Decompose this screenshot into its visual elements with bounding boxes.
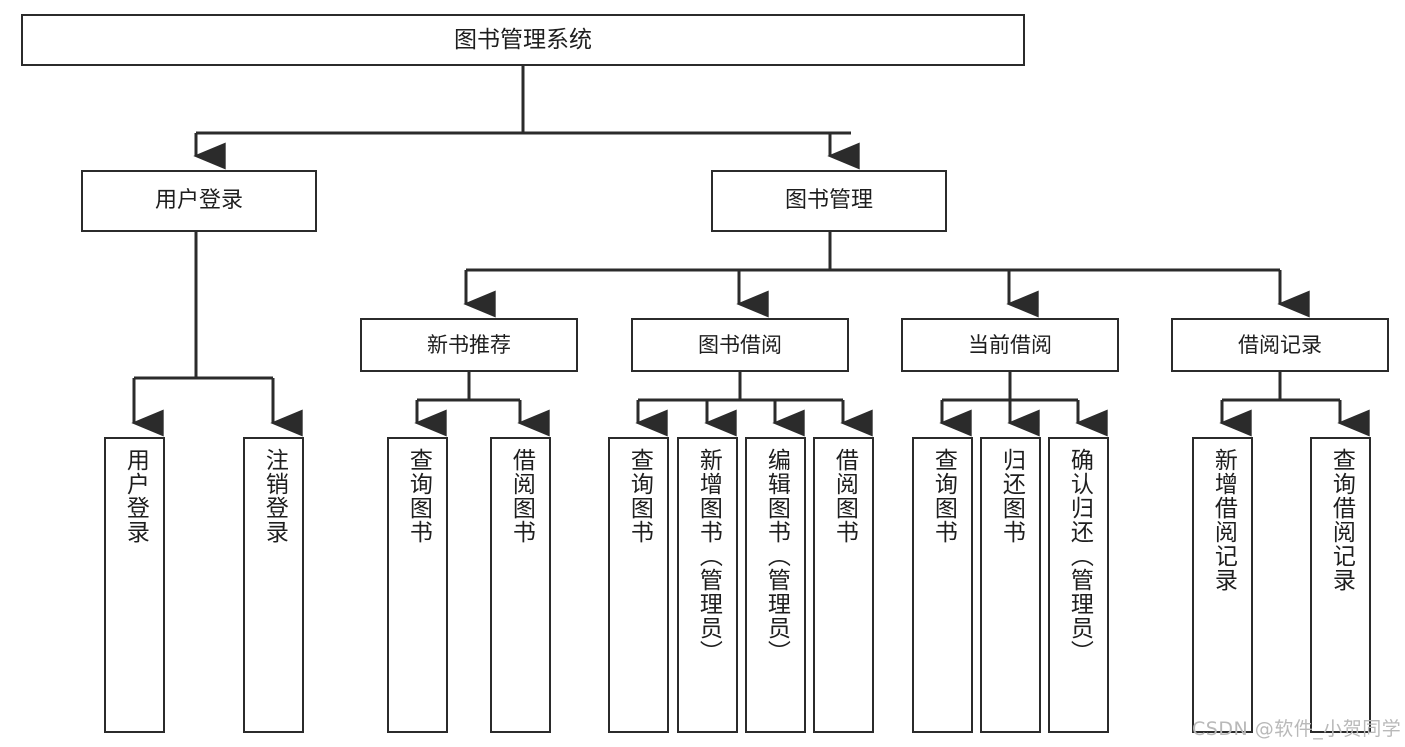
leaf-recommend-query-book[interactable]: 查询图书 bbox=[387, 437, 448, 733]
node-label: 借阅图书 bbox=[508, 448, 535, 544]
leaf-current-query-book[interactable]: 查询图书 bbox=[912, 437, 973, 733]
node-label: 用户登录 bbox=[154, 188, 243, 214]
node-user-login[interactable]: 用户登录 bbox=[81, 170, 317, 232]
leaf-borrow-borrow-book[interactable]: 借阅图书 bbox=[813, 437, 874, 733]
leaf-borrow-add-book-admin[interactable]: 新增图书（管理员） bbox=[677, 437, 738, 733]
node-label: 新书推荐 bbox=[427, 332, 511, 357]
node-label: 新增图书（管理员） bbox=[695, 448, 722, 664]
node-label: 编辑图书（管理员） bbox=[763, 448, 790, 664]
node-new-book-recommend[interactable]: 新书推荐 bbox=[360, 318, 578, 372]
node-label: 查询图书 bbox=[405, 448, 432, 544]
node-label: 用户登录 bbox=[122, 448, 149, 544]
leaf-borrow-query-book[interactable]: 查询图书 bbox=[608, 437, 669, 733]
leaf-user-logout[interactable]: 注销登录 bbox=[243, 437, 304, 733]
node-label: 归还图书 bbox=[998, 448, 1025, 544]
leaf-current-confirm-return-admin[interactable]: 确认归还（管理员） bbox=[1048, 437, 1109, 733]
leaf-recommend-borrow-book[interactable]: 借阅图书 bbox=[490, 437, 551, 733]
csdn-watermark: CSDN @软件_小贺同学 bbox=[1192, 718, 1402, 740]
leaf-borrow-edit-book-admin[interactable]: 编辑图书（管理员） bbox=[745, 437, 806, 733]
node-label: 图书管理系统 bbox=[454, 26, 592, 53]
leaf-record-query-borrow-record[interactable]: 查询借阅记录 bbox=[1310, 437, 1371, 733]
leaf-current-return-book[interactable]: 归还图书 bbox=[980, 437, 1041, 733]
node-label: 图书管理 bbox=[784, 188, 873, 214]
leaf-record-add-borrow-record[interactable]: 新增借阅记录 bbox=[1192, 437, 1253, 733]
node-label: 查询图书 bbox=[930, 448, 957, 544]
node-book-borrow[interactable]: 图书借阅 bbox=[631, 318, 849, 372]
node-book-management[interactable]: 图书管理 bbox=[711, 170, 947, 232]
node-label: 借阅记录 bbox=[1238, 332, 1322, 357]
node-label: 图书借阅 bbox=[698, 332, 782, 357]
node-label: 查询图书 bbox=[626, 448, 653, 544]
node-current-borrow[interactable]: 当前借阅 bbox=[901, 318, 1119, 372]
node-borrow-record[interactable]: 借阅记录 bbox=[1171, 318, 1389, 372]
node-label: 新增借阅记录 bbox=[1210, 448, 1237, 592]
node-root-system[interactable]: 图书管理系统 bbox=[21, 14, 1025, 66]
node-label: 当前借阅 bbox=[968, 332, 1052, 357]
node-label: 查询借阅记录 bbox=[1328, 448, 1355, 592]
node-label: 确认归还（管理员） bbox=[1066, 448, 1093, 664]
node-label: 借阅图书 bbox=[831, 448, 858, 544]
node-label: 注销登录 bbox=[261, 448, 288, 544]
leaf-user-login[interactable]: 用户登录 bbox=[104, 437, 165, 733]
